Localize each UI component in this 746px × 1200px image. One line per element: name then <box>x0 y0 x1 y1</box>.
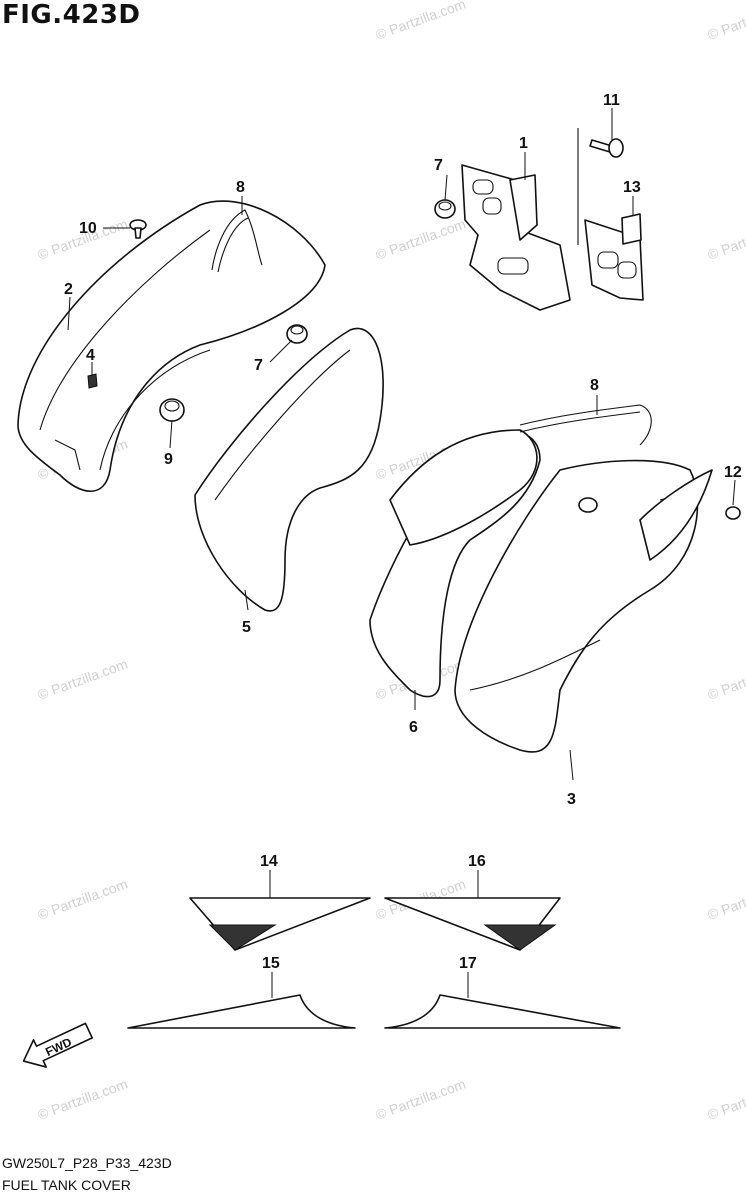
watermark: © Partzilla.com <box>706 216 746 263</box>
grommet-part-7-top[interactable] <box>434 199 456 219</box>
grommet-part-7-mid[interactable] <box>286 324 308 344</box>
watermark: © Partzilla.com <box>706 656 746 703</box>
callout-3: 3 <box>567 791 576 808</box>
fwd-label: FWD <box>43 1035 74 1059</box>
leader-lines <box>67 108 736 998</box>
callout-6: 6 <box>409 719 418 736</box>
bolt-part-11[interactable] <box>589 138 624 158</box>
decal-part-17[interactable] <box>384 994 621 1029</box>
callout-7: 7 <box>434 157 443 174</box>
watermark: © Partzilla.com <box>36 876 130 923</box>
wire-part-8-left[interactable] <box>211 209 263 273</box>
watermark: © Partzilla.com <box>706 0 746 43</box>
decal-part-14[interactable] <box>189 897 371 951</box>
callout-12: 12 <box>724 464 742 481</box>
watermark: © Partzilla.com <box>706 1076 746 1123</box>
callout-15: 15 <box>262 955 280 972</box>
cover-part-3[interactable] <box>454 459 713 753</box>
panel-part-6[interactable] <box>369 429 541 698</box>
callout-labels: 1 2 3 4 5 6 7 7 8 8 9 10 11 12 13 14 15 … <box>64 92 742 972</box>
callout-4: 4 <box>86 347 95 364</box>
callout-2: 2 <box>64 281 73 298</box>
figure-title: FIG.423D <box>2 0 141 30</box>
decal-part-16[interactable] <box>384 897 561 951</box>
figure-code: GW250L7_P28_P33_423D <box>2 1155 172 1171</box>
callout-17: 17 <box>459 955 477 972</box>
callout-13: 13 <box>623 179 641 196</box>
grommet-part-9[interactable] <box>159 398 185 422</box>
damper-part-13[interactable] <box>621 213 642 245</box>
callout-5: 5 <box>242 619 251 636</box>
callout-10: 10 <box>79 220 97 237</box>
watermark: © Partzilla.com <box>706 876 746 923</box>
panel-part-5[interactable] <box>194 327 384 612</box>
callout-8: 8 <box>590 377 599 394</box>
cover-part-2[interactable] <box>17 200 326 493</box>
callout-7: 7 <box>254 357 263 374</box>
callout-8: 8 <box>236 179 245 196</box>
screw-part-10[interactable] <box>129 219 147 239</box>
fwd-arrow-icon: FWD <box>22 1022 93 1068</box>
callout-14: 14 <box>260 853 278 870</box>
decal-part-15[interactable] <box>127 994 356 1029</box>
watermark: © Partzilla.com <box>374 1076 468 1123</box>
watermark: © Partzilla.com <box>374 216 468 263</box>
callout-11: 11 <box>603 92 620 109</box>
clip-part-4[interactable] <box>87 373 98 389</box>
watermark: © Partzilla.com <box>36 656 130 703</box>
watermark: © Partzilla.com <box>374 0 468 43</box>
callout-9: 9 <box>164 451 173 468</box>
wire-part-8-right[interactable] <box>519 404 652 446</box>
screw-part-12[interactable] <box>725 506 741 520</box>
watermark: © Partzilla.com <box>36 1076 130 1123</box>
callout-1: 1 <box>519 135 528 152</box>
callout-16: 16 <box>468 853 486 870</box>
figure-name: FUEL TANK COVER <box>2 1177 131 1193</box>
